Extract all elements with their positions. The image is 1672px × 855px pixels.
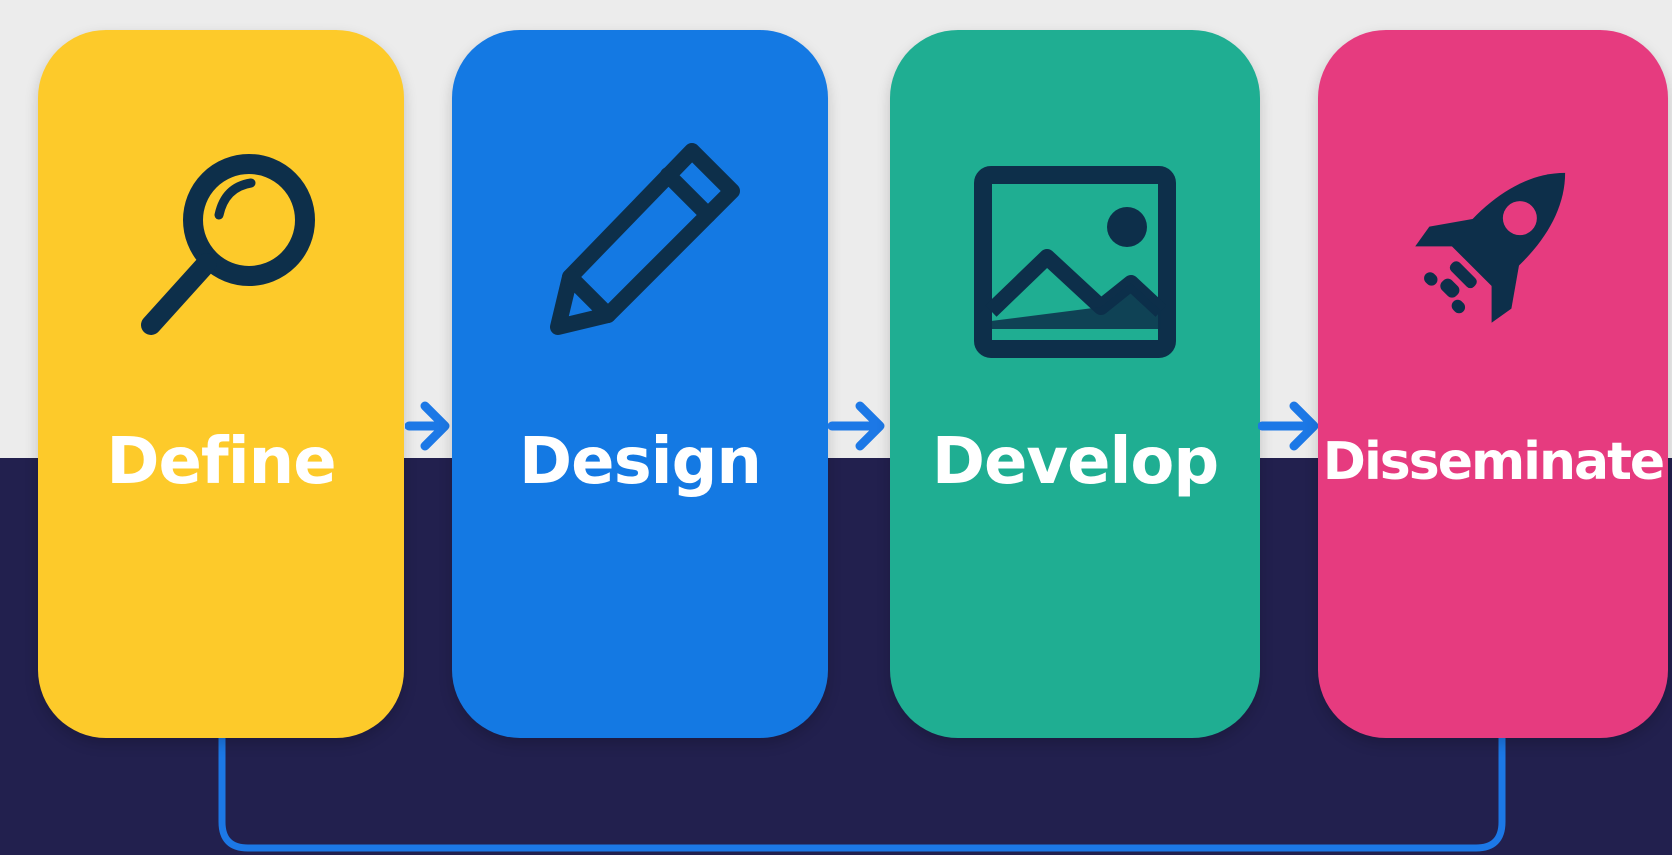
arrow-right-icon [405,401,450,451]
arrow-right-icon [828,401,885,451]
stage-label-develop: Develop [931,425,1219,499]
stage-card-design: Design [452,30,828,738]
arrow-right-icon [1258,401,1319,451]
image-icon [890,125,1260,365]
stage-label-disseminate: Disseminate [1322,432,1665,492]
stage-label-design: Design [519,425,762,499]
stage-card-define: Define [38,30,404,738]
pencil-icon [452,125,828,365]
rocket-icon [1318,125,1668,365]
stage-card-develop: Develop [890,30,1260,738]
magnifying-glass-icon [38,125,404,365]
stage-label-define: Define [106,425,336,499]
stage-card-disseminate: Disseminate [1318,30,1668,738]
